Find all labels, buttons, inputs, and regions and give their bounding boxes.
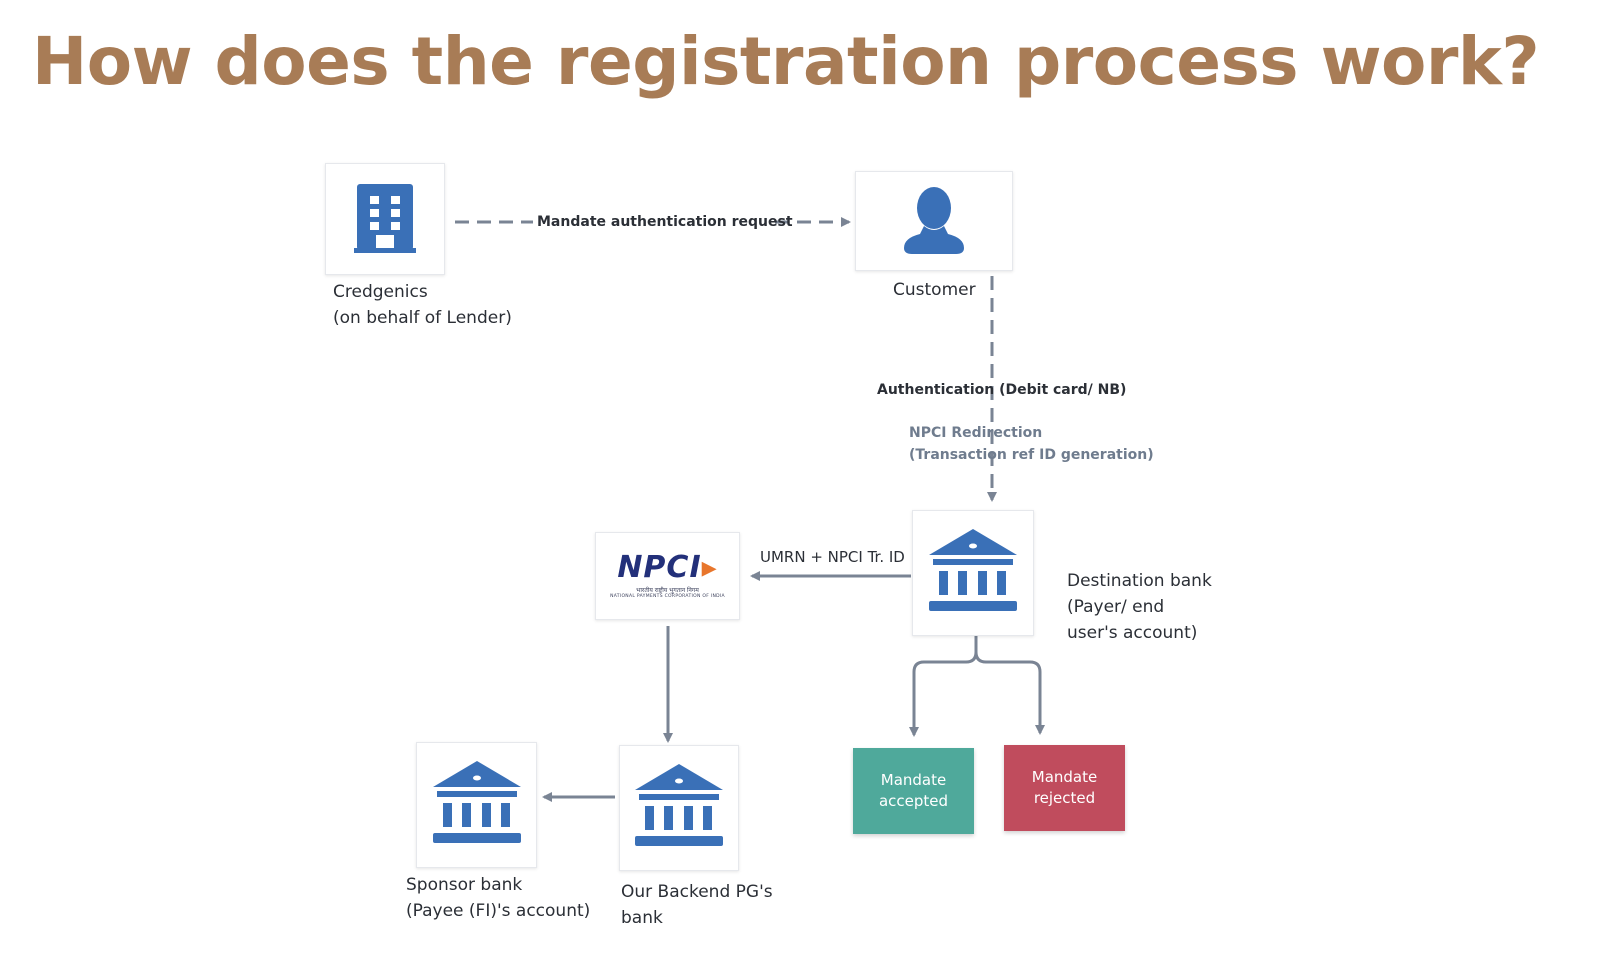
npci-redirection-label: NPCI Redirection (Transaction ref ID gen… [909,422,1154,466]
mandate-accepted-line: Mandate [880,771,947,789]
npci-logo-word: NPCI▸ [617,550,718,585]
customer-caption-line: Customer [893,280,976,300]
connector-branch-accepted [909,636,978,737]
npci-logo-text: NPCI [617,550,702,585]
bank-icon [432,761,521,843]
page-title: How does the registration process work? [32,23,1540,100]
credgenics-node [325,163,445,275]
npci-node: NPCI▸ भारतीय राष्ट्रीय भुगतान निगम NATIO… [595,532,740,620]
sponsor-bank-caption-line: Sponsor bank [406,875,523,895]
sponsor-bank-caption: Sponsor bank (Payee (FI)'s account) [406,872,590,924]
backend-pg-bank-caption-line: Our Backend PG's [621,882,773,902]
backend-pg-bank-caption-line: bank [621,908,663,928]
backend-pg-bank-node [619,745,739,871]
backend-pg-bank-caption: Our Backend PG's bank [621,879,773,931]
office-building-icon [354,184,416,253]
connector-branch-rejected [974,651,1045,735]
mandate-rejected-line: rejected [1033,789,1096,807]
credgenics-caption-line: (on behalf of Lender) [333,308,512,328]
mandate-rejected-line: Mandate [1031,768,1098,786]
credgenics-caption-line: Credgenics [333,282,428,302]
npci-redirection-line: (Transaction ref ID generation) [909,447,1154,463]
customer-node [855,171,1013,271]
credgenics-caption: Credgenics (on behalf of Lender) [333,279,512,331]
destination-bank-caption-line: user's account) [1067,623,1198,643]
destination-bank-caption: Destination bank (Payer/ end user's acco… [1067,568,1212,646]
npci-logo-english: NATIONAL PAYMENTS CORPORATION OF INDIA [610,594,725,599]
destination-bank-caption-line: Destination bank [1067,571,1212,591]
sponsor-bank-caption-line: (Payee (FI)'s account) [406,901,591,921]
mandate-accepted-line: accepted [878,792,949,810]
npci-logo-hindi: भारतीय राष्ट्रीय भुगतान निगम [636,587,699,594]
mandate-request-label: Mandate authentication request [537,214,793,230]
destination-bank-node [912,510,1034,636]
customer-caption: Customer [893,277,976,303]
npci-logo: NPCI▸ भारतीय राष्ट्रीय भुगतान निगम NATIO… [610,550,725,600]
authentication-label: Authentication (Debit card/ NB) [877,382,1127,398]
bank-icon [929,529,1017,611]
mandate-accepted-box: Mandate accepted [853,748,974,834]
sponsor-bank-node [416,742,537,868]
umrn-label: UMRN + NPCI Tr. ID [760,548,905,566]
bank-icon [635,764,723,846]
destination-bank-caption-line: (Payer/ end [1067,597,1165,617]
mandate-rejected-box: Mandate rejected [1004,745,1125,831]
npci-redirection-line: NPCI Redirection [909,425,1043,441]
user-icon [904,187,964,254]
